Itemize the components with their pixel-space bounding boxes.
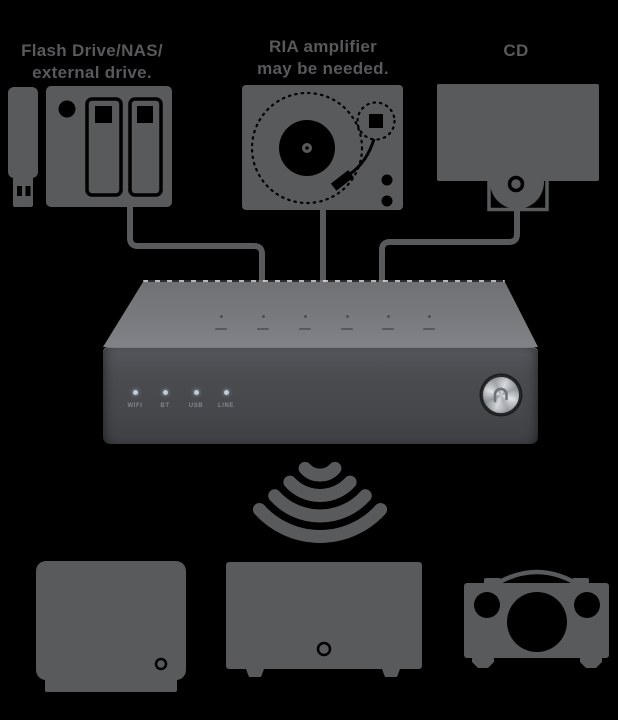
speaker-woofer: [507, 592, 567, 652]
bt-led: [162, 390, 168, 395]
wifi-led: [132, 390, 138, 395]
top-control-1-icon[interactable]: [219, 315, 223, 318]
top-control-3-icon[interactable]: [303, 315, 307, 318]
tonearm-headshell: [330, 170, 354, 191]
speaker-port: [316, 641, 332, 657]
usb-led-label: USB: [188, 403, 204, 409]
speaker-port: [154, 657, 168, 671]
usb-led: [193, 390, 199, 395]
streamer-edge-highlight: [143, 280, 505, 282]
label-cd: CD: [424, 40, 608, 62]
tonearm-pivot: [356, 101, 396, 141]
brand-arch-logo-icon: [493, 387, 508, 403]
top-control-6-icon[interactable]: [427, 315, 431, 318]
nas-power-button: [58, 100, 76, 118]
label-line: Flash Drive/NAS/: [21, 41, 163, 60]
bt-led-label: BT: [160, 403, 170, 409]
label-line: RIA amplifier: [268, 37, 378, 56]
speaker-tweeter: [574, 592, 600, 618]
cable-nas: [127, 205, 265, 284]
cd-disc: [490, 155, 544, 209]
wifi-signal-down-icon: [252, 461, 388, 543]
volume-knob[interactable]: [481, 375, 521, 415]
turntable-platter: [250, 91, 364, 205]
usb-flash-drive-icon: [8, 87, 38, 207]
bookshelf-speaker-icon: [36, 561, 186, 692]
cd-tray: [487, 181, 549, 212]
speaker-tweeter: [474, 592, 500, 618]
line-led: [223, 390, 229, 395]
label-line: external drive.: [32, 63, 152, 82]
label-ria-amplifier: RIA amplifier may be needed.: [231, 36, 415, 80]
connection-cables: [127, 205, 520, 284]
turntable-knob: [381, 174, 393, 186]
cable-cd: [379, 211, 520, 284]
nas-drive-bay: [128, 97, 163, 197]
nas-icon: [46, 86, 172, 207]
top-control-4-icon[interactable]: [345, 315, 349, 318]
cd-player-icon: [437, 84, 599, 212]
streamer-front-panel: [103, 347, 538, 444]
label-flash-drive-nas: Flash Drive/NAS/ external drive.: [0, 40, 184, 84]
top-control-2-icon[interactable]: [261, 315, 265, 318]
compact-speaker-icon: [226, 562, 422, 677]
turntable-icon: [242, 85, 403, 210]
wifi-led-label: WIFI: [127, 403, 143, 409]
streamer-top-panel: [103, 282, 538, 347]
tonearm: [349, 138, 376, 176]
turntable-knob: [381, 195, 393, 207]
portable-speaker-icon: [464, 569, 609, 668]
top-control-5-icon[interactable]: [386, 315, 390, 318]
label-line: CD: [503, 41, 529, 60]
label-line: may be needed.: [257, 59, 389, 78]
nas-drive-bay: [85, 97, 123, 197]
line-led-label: LINE: [217, 403, 235, 409]
